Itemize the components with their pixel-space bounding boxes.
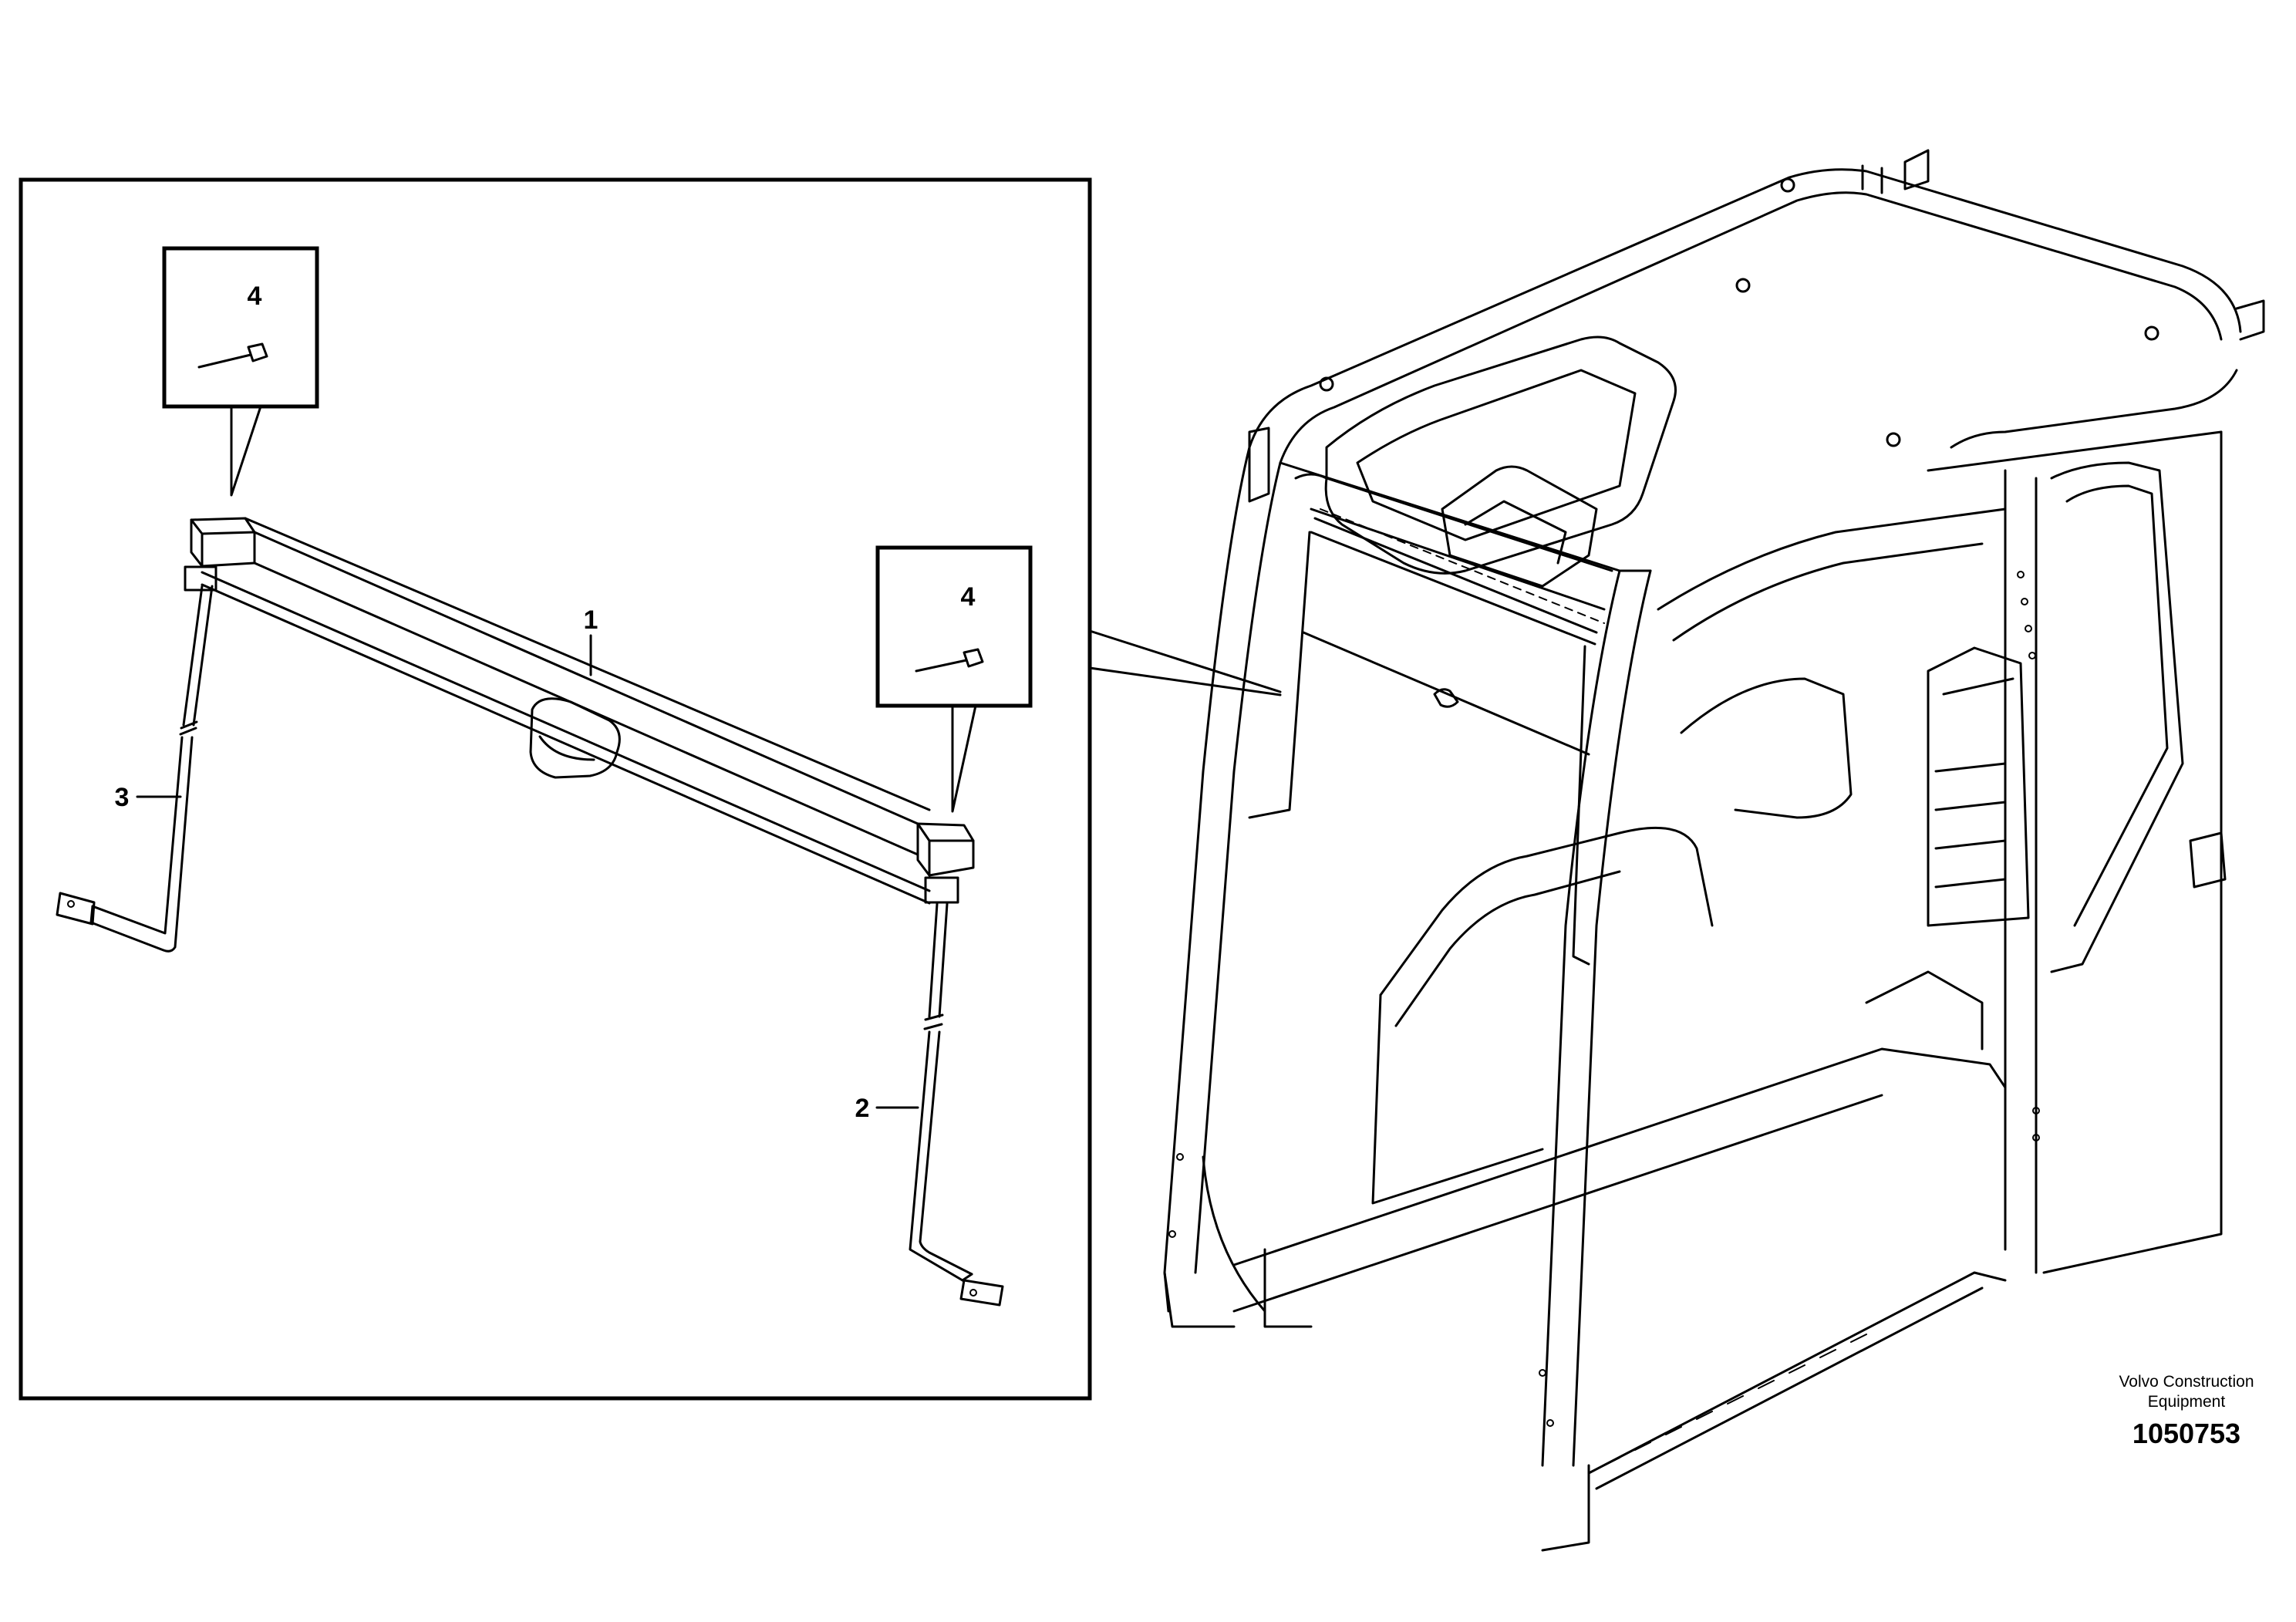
callout-2: 2 — [855, 1094, 870, 1123]
callout-4-left: 4 — [248, 282, 262, 311]
panel-holes — [1168, 571, 2040, 1427]
cab-illustration — [1163, 149, 2265, 1552]
company-caption-line1: Volvo Construction — [2119, 1373, 2254, 1391]
company-caption-line2: Equipment — [2147, 1393, 2226, 1411]
left-guide-rod — [56, 585, 214, 953]
callout-box-4-left — [162, 246, 319, 497]
callout-4-right: 4 — [961, 582, 976, 612]
callout-1: 1 — [584, 605, 598, 635]
drawing-number: 1050753 — [2132, 1418, 2241, 1449]
callout-leaders — [136, 634, 919, 1109]
callout-3: 3 — [115, 783, 130, 812]
right-guide-rod — [909, 902, 1004, 1307]
sunshade-roller — [184, 517, 975, 905]
detail-view-frame — [19, 177, 1092, 1401]
callout-box-4-right — [875, 545, 1033, 813]
detail-leader-lines — [1088, 629, 1282, 696]
